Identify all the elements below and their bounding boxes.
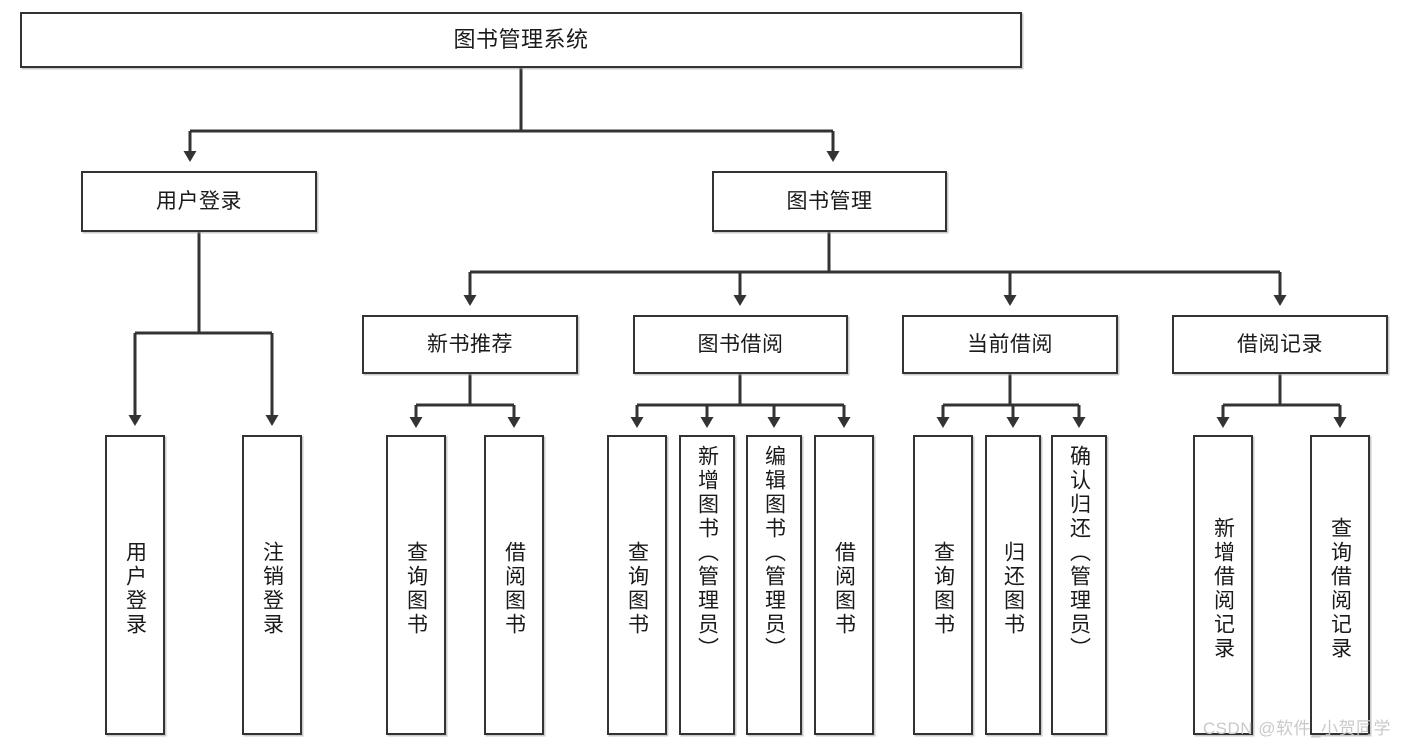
node-leaf-query-record[interactable]: 查询借阅记录 (1310, 435, 1370, 735)
node-book-borrow[interactable]: 图书借阅 (633, 315, 848, 374)
node-leaf-query-book-borrow-label: 查询图书 (625, 541, 649, 637)
node-leaf-add-book[interactable]: 新增图书（管理员） (679, 435, 735, 735)
node-borrow-record[interactable]: 借阅记录 (1172, 315, 1388, 374)
node-root[interactable]: 图书管理系统 (20, 12, 1022, 68)
node-leaf-add-book-label: 新增图书（管理员） (695, 445, 719, 661)
node-leaf-user-logout-label: 注销登录 (260, 541, 284, 637)
node-leaf-query-book-cur-label: 查询图书 (931, 541, 955, 637)
node-leaf-query-book-borrow[interactable]: 查询图书 (607, 435, 667, 735)
node-new-book-rec[interactable]: 新书推荐 (362, 315, 578, 374)
node-leaf-confirm-return-label: 确认归还（管理员） (1067, 445, 1091, 661)
node-leaf-user-login[interactable]: 用户登录 (105, 435, 165, 735)
node-leaf-query-book-cur[interactable]: 查询图书 (913, 435, 973, 735)
node-leaf-return-book[interactable]: 归还图书 (985, 435, 1041, 735)
node-leaf-borrow-book-label: 借阅图书 (832, 541, 856, 637)
node-leaf-edit-book-label: 编辑图书（管理员） (762, 445, 786, 661)
node-user-login-label: 用户登录 (156, 189, 242, 213)
node-user-login[interactable]: 用户登录 (81, 171, 317, 232)
node-leaf-confirm-return[interactable]: 确认归还（管理员） (1051, 435, 1107, 735)
node-book-manage[interactable]: 图书管理 (712, 171, 947, 232)
node-root-label: 图书管理系统 (453, 26, 589, 52)
node-leaf-borrow-book-rec[interactable]: 借阅图书 (484, 435, 544, 735)
node-leaf-return-book-label: 归还图书 (1001, 541, 1025, 637)
node-book-manage-label: 图书管理 (786, 189, 873, 213)
node-leaf-user-login-label: 用户登录 (123, 541, 147, 637)
node-leaf-query-record-label: 查询借阅记录 (1328, 517, 1352, 661)
node-book-borrow-label: 图书借阅 (697, 332, 784, 356)
node-leaf-user-logout[interactable]: 注销登录 (242, 435, 302, 735)
node-current-borrow-label: 当前借阅 (967, 332, 1053, 356)
node-new-book-rec-label: 新书推荐 (427, 332, 513, 356)
watermark: CSDN @软件_小贺同学 (1202, 719, 1391, 738)
node-leaf-query-book-rec-label: 查询图书 (404, 541, 428, 637)
node-borrow-record-label: 借阅记录 (1237, 332, 1323, 356)
node-leaf-edit-book[interactable]: 编辑图书（管理员） (746, 435, 802, 735)
node-leaf-borrow-book-rec-label: 借阅图书 (502, 541, 526, 637)
node-leaf-add-record[interactable]: 新增借阅记录 (1193, 435, 1253, 735)
node-leaf-add-record-label: 新增借阅记录 (1211, 517, 1235, 661)
node-leaf-borrow-book[interactable]: 借阅图书 (814, 435, 874, 735)
node-leaf-query-book-rec[interactable]: 查询图书 (386, 435, 446, 735)
node-current-borrow[interactable]: 当前借阅 (902, 315, 1118, 374)
